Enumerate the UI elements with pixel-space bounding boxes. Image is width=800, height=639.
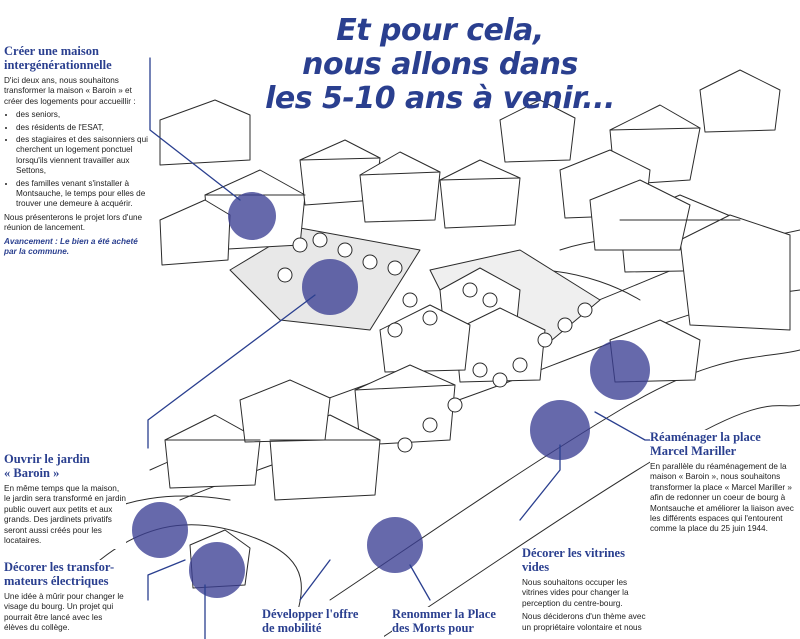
- trees: [277, 232, 593, 453]
- block-mobilite: Développer l'offre de mobilité: [262, 607, 384, 639]
- block-jardin-body: En même temps que la maison, le jardin s…: [4, 484, 126, 546]
- list-item: des seniors,: [16, 110, 148, 120]
- block-maison-intro: D'ici deux ans, nous souhaitons transfor…: [4, 76, 136, 106]
- block-maison-outro: Nous présenterons le projet lors d'une r…: [4, 212, 143, 233]
- buildings: [159, 69, 791, 589]
- headline-line-2: nous allons dans: [302, 47, 578, 82]
- list-item: des stagiaires et des saisonniers qui ch…: [16, 135, 148, 177]
- headline-line-3: les 5-10 ans à venir...: [265, 81, 615, 116]
- block-renommer-place: Renommer la Place des Morts pour: [392, 607, 510, 639]
- roof-lines: [164, 127, 741, 441]
- block-transformateurs: Décorer les transfor- mateurs électrique…: [4, 560, 126, 637]
- block-place-marcel-mariller: Réaménager la place Marcel Mariller En p…: [650, 430, 796, 538]
- block-vitrines-body-2: Nous déciderons d'un thème avec un propr…: [522, 612, 646, 632]
- list-item: des familles venant s'installer à Montsa…: [16, 179, 148, 210]
- block-maison-intergenerationnelle: Créer une maison intergénérationnelle D'…: [4, 44, 148, 261]
- block-vitrines-vides: Décorer les vitrines vides Nous souhaito…: [522, 546, 646, 637]
- headline: Et pour cela, nous allons dans les 5-10 …: [250, 14, 630, 116]
- block-place-body: En parallèle du réaménagement de la mais…: [650, 462, 794, 534]
- project-markers: [132, 192, 650, 598]
- block-maison-title: Créer une maison intergénérationnelle: [4, 44, 112, 72]
- block-transfo-title: Décorer les transfor- mateurs électrique…: [4, 560, 115, 588]
- block-transfo-body: Une idée à mûrir pour changer le visage …: [4, 592, 124, 633]
- block-renommer-title: Renommer la Place des Morts pour: [392, 607, 496, 635]
- headline-line-1: Et pour cela,: [336, 13, 544, 48]
- list-item: des résidents de l'ESAT,: [16, 123, 148, 133]
- block-jardin-baroin: Ouvrir le jardin « Baroin » En même temp…: [4, 452, 126, 550]
- block-maison-avancement: Avancement : Le bien a été acheté par la…: [4, 236, 138, 257]
- block-mobilite-title: Développer l'offre de mobilité: [262, 607, 359, 635]
- block-jardin-title: Ouvrir le jardin « Baroin »: [4, 452, 90, 480]
- block-place-title: Réaménager la place Marcel Mariller: [650, 430, 761, 458]
- block-maison-list: des seniors, des résidents de l'ESAT, de…: [4, 110, 148, 210]
- block-vitrines-title: Décorer les vitrines vides: [522, 546, 625, 574]
- block-vitrines-body-1: Nous souhaitons occuper les vitrines vid…: [522, 578, 629, 608]
